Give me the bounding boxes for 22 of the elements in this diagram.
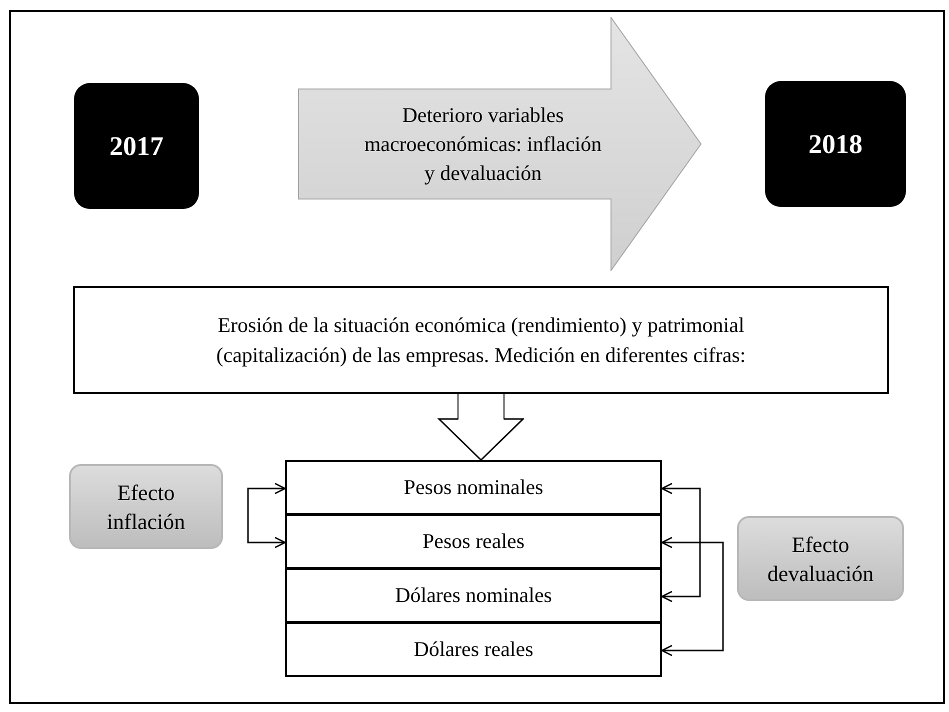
year-box [74,83,199,209]
node-text: Pesos reales [422,528,525,555]
table-row [285,514,662,569]
table-row [285,568,662,623]
node-text: 2017 [110,130,164,163]
node-text: 2018 [808,128,862,161]
node-text: Deterioro variables macroeconómicas: inflación y devaluación [363,102,603,186]
effect-box [69,464,223,549]
arrow [247,482,286,548]
year-box [765,81,906,207]
node-text: Efecto inflación [106,478,186,536]
node-text: Pesos nominales [404,474,544,501]
node-text: Erosión de la situación económica (rendimiento) y patrimonial (capitalización) de las empresas. Medición en diferentes cifras: [215,312,747,369]
table-row [285,622,662,677]
effect-box [737,516,904,601]
arrow [661,482,701,602]
table-row [285,460,662,515]
callout-box [73,286,889,394]
arrow [661,536,724,656]
node-text: Efecto devaluación [766,530,875,588]
node-text: Dólares reales [414,636,534,663]
node-text: Dólares nominales [395,582,552,609]
